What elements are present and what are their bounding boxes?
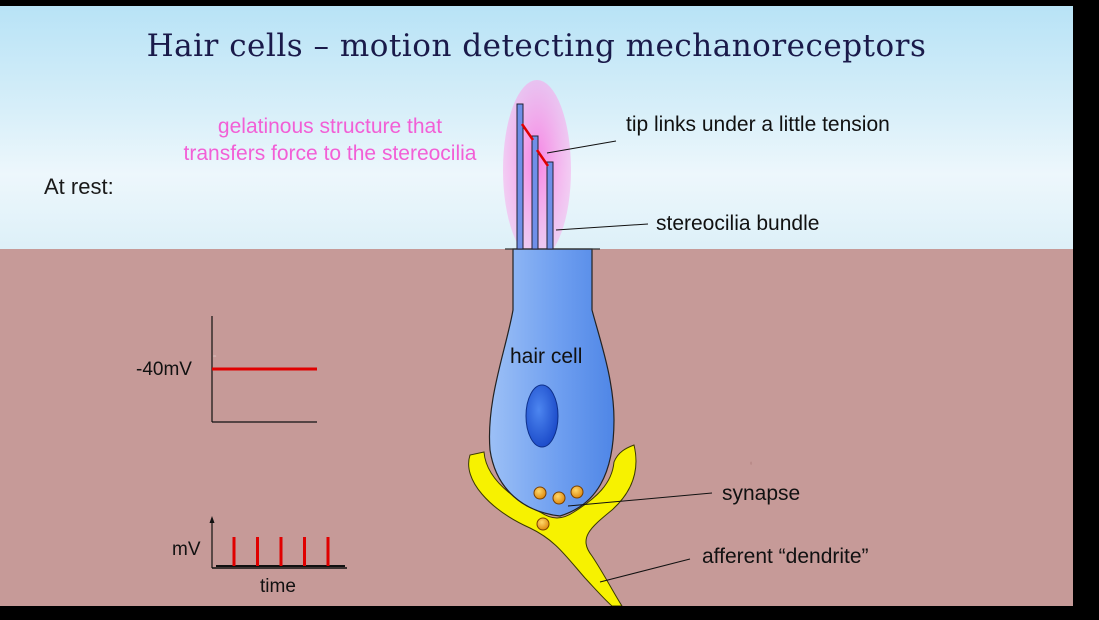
leader-tip-links	[546, 140, 617, 154]
tip-links-label: tip links under a little tension	[626, 113, 890, 136]
nucleus	[525, 384, 559, 448]
hair-cell-body	[488, 248, 615, 517]
slide: Hair cells – motion detecting mechanorec…	[0, 0, 1073, 606]
afferent-dendrite	[468, 444, 637, 606]
vesicle	[552, 491, 566, 505]
membrane-y-label: -40mV	[136, 359, 192, 380]
gel-label: gelatinous structure that transfers forc…	[183, 115, 477, 165]
spike-graph	[209, 516, 347, 569]
leader-stereocilia	[555, 223, 649, 231]
state-label: At rest:	[44, 174, 114, 199]
bottom-border	[0, 606, 1099, 620]
leader-afferent	[599, 558, 691, 583]
diagram-art	[209, 80, 713, 606]
spike-y-label: mV	[172, 539, 201, 560]
stereocilium-tall	[516, 103, 524, 250]
vesicle	[533, 486, 547, 500]
hair-cell-label: hair cell	[510, 345, 583, 368]
synapse-label: synapse	[722, 482, 801, 505]
stereocilia-label: stereocilia bundle	[656, 212, 820, 235]
tip-link-1	[520, 123, 535, 141]
membrane-graph	[211, 316, 317, 423]
right-border	[1073, 0, 1099, 620]
spike-x-label: time	[260, 576, 296, 597]
top-border	[0, 0, 1099, 6]
afferent-label: afferent “dendrite”	[702, 545, 869, 568]
page-title: Hair cells – motion detecting mechanorec…	[146, 28, 927, 64]
vesicle	[536, 517, 550, 531]
spike-y-arrowhead	[209, 516, 215, 523]
stereocilium-middle	[531, 135, 539, 250]
stereocilium-short	[546, 161, 554, 250]
leader-synapse	[567, 492, 713, 507]
vesicle	[570, 485, 584, 499]
tip-link-2	[535, 149, 550, 167]
